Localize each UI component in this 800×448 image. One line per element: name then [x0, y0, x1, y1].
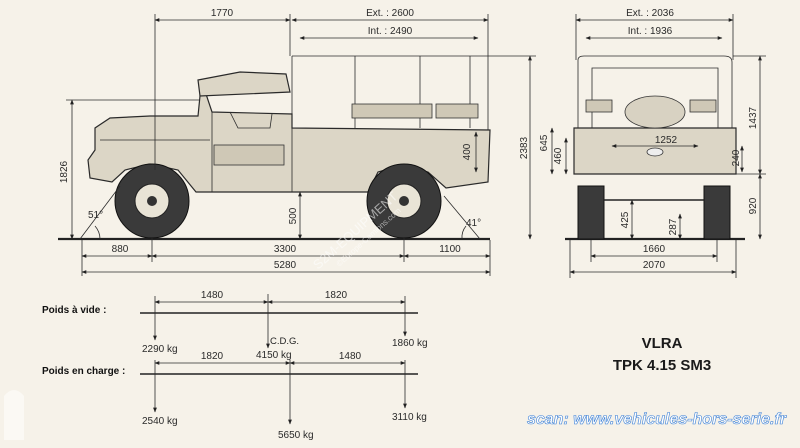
w-empty-rear: 1860 kg [392, 338, 428, 349]
dim-240: 240 [731, 149, 742, 166]
dim-287: 287 [668, 218, 679, 235]
dim-ext-2036: Ext. : 2036 [626, 8, 674, 19]
dim-1660: 1660 [643, 244, 666, 255]
dim-880: 880 [112, 244, 129, 255]
dim-645: 645 [539, 134, 550, 151]
model-line2: TPK 4.15 SM3 [613, 357, 711, 374]
w-empty-front: 2290 kg [142, 344, 178, 355]
dim-1826: 1826 [59, 160, 70, 183]
dim-int-2490: Int. : 2490 [368, 26, 413, 37]
w-empty-d2: 1820 [325, 290, 348, 301]
dim-425: 425 [620, 211, 631, 228]
w-loaded-d2: 1480 [339, 351, 362, 362]
dim-1252: 1252 [655, 135, 678, 146]
weights-loaded: Poids en charge : 1820 1480 2540 kg 5650… [42, 351, 427, 441]
cab-soft-top [197, 71, 291, 97]
rear-wheel [366, 163, 442, 239]
angle-41: 41° [466, 218, 481, 229]
label-poids-charge: Poids en charge : [42, 366, 125, 377]
w-loaded-total: 5650 kg [278, 430, 314, 441]
dim-400: 400 [462, 143, 473, 160]
model-title: VLRA TPK 4.15 SM3 [613, 335, 711, 374]
front-view: Ext. : 2036 Int. : 1936 645 460 1252 240… [539, 8, 766, 278]
dim-int-1936: Int. : 1936 [628, 26, 673, 37]
w-loaded-rear: 3110 kg [392, 412, 427, 423]
w-loaded-front: 2540 kg [142, 416, 178, 427]
weights-empty: Poids à vide : 1480 1820 2290 kg C.D.G. … [42, 290, 428, 361]
dim-3300: 3300 [274, 244, 297, 255]
dim-1100: 1100 [439, 244, 461, 255]
front-wheel [114, 163, 190, 239]
scan-credit: scan: www.vehicules-hors-serie.fr [527, 411, 787, 428]
model-line1: VLRA [642, 335, 683, 352]
dim-460: 460 [553, 147, 564, 164]
logo-mark [4, 390, 24, 440]
w-empty-cdg: 4150 kg [256, 350, 292, 361]
w-cdg-label: C.D.G. [270, 336, 299, 347]
side-view: 1770 Ext. : 2600 Int. : 2490 1826 2383 4… [58, 8, 536, 276]
dim-1437: 1437 [748, 106, 759, 129]
dim-2383: 2383 [519, 136, 530, 159]
dim-2070: 2070 [643, 260, 666, 271]
angle-51: 51° [88, 210, 103, 221]
w-loaded-d1: 1820 [201, 351, 224, 362]
dim-1770: 1770 [211, 8, 234, 19]
dim-5280: 5280 [274, 260, 297, 271]
dim-ext-2600: Ext. : 2600 [366, 8, 414, 19]
dim-920: 920 [748, 197, 759, 214]
dim-500: 500 [288, 207, 299, 224]
w-empty-d1: 1480 [201, 290, 224, 301]
label-poids-vide: Poids à vide : [42, 305, 106, 316]
